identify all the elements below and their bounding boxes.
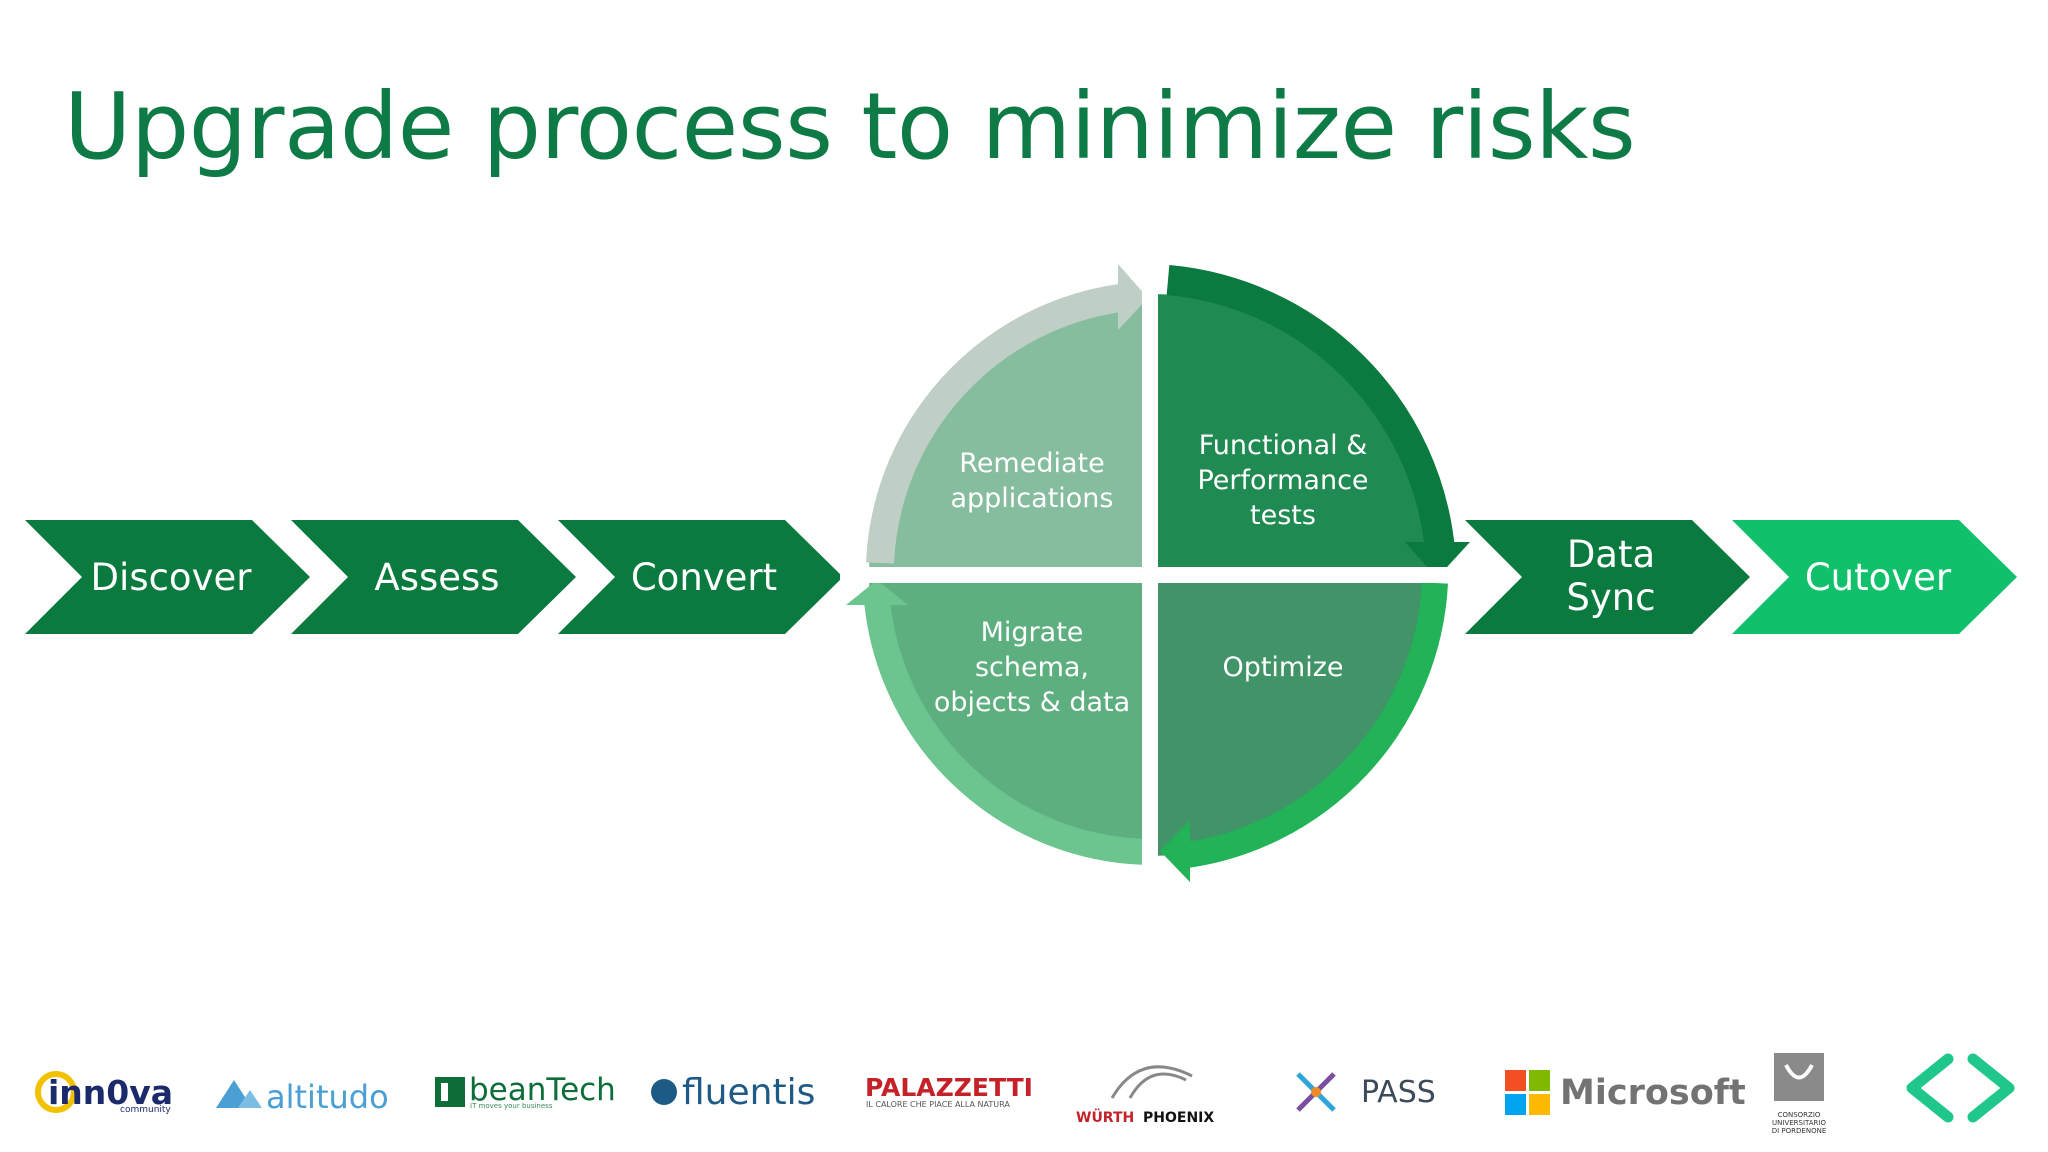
chevron-cutover [1732, 520, 2017, 634]
arrow-head-top-left [1118, 264, 1148, 330]
logo-altitudo: altitudo [216, 1078, 389, 1116]
quadrant-label-remediate-1: Remediate [959, 448, 1104, 479]
palazzetti-tagline: IL CALORE CHE PIACE ALLA NATURA [866, 1100, 1010, 1109]
cycle-diagram: Remediate applications Functional & Perf… [840, 264, 1470, 890]
quadrant-label-functional-1: Functional & [1199, 430, 1368, 461]
step-label-assess: Assess [374, 556, 499, 599]
arrow-arc-bottom-right [1178, 582, 1448, 869]
step-data-sync: Data Sync [1465, 520, 1750, 634]
step-label-data: Data [1567, 533, 1655, 576]
step-convert: Convert [558, 520, 843, 634]
logo-code-brackets [1906, 1053, 2015, 1123]
arrow-head-bottom-right [1160, 820, 1190, 882]
step-label-cutover: Cutover [1805, 556, 1952, 599]
wurth-palm-icon [1110, 1065, 1193, 1099]
consorzio-emblem-arc [1784, 1064, 1814, 1080]
arrow-arc-top-right [1166, 265, 1455, 552]
mountain-small-icon [238, 1090, 262, 1108]
chevron-discover [25, 520, 310, 634]
arrow-arc-bottom-left [864, 598, 1149, 865]
consorzio-line-3: DI PORDENONE [1772, 1127, 1827, 1135]
quadrant-label-functional-3: tests [1250, 500, 1316, 531]
logo-wurth-phoenix: WÜRTH PHOENIX [1076, 1065, 1214, 1126]
microsoft-text: Microsoft [1560, 1073, 1746, 1113]
logo-innova: inn0va community [35, 1071, 173, 1115]
quadrant-label-migrate-2: schema, [975, 652, 1089, 683]
step-label-discover: Discover [91, 556, 253, 599]
slide-title: Upgrade process to minimize risks [64, 73, 1636, 180]
beantech-text: beanTech [469, 1072, 616, 1108]
chevron-assess [291, 520, 576, 634]
quadrant-functional-tests [1150, 294, 1431, 575]
step-discover: Discover [25, 520, 310, 634]
quadrant-remediate [869, 294, 1150, 575]
pass-text: PASS [1361, 1075, 1436, 1110]
logo-microsoft: Microsoft [1505, 1070, 1746, 1115]
separator-horizontal [840, 567, 1460, 583]
logo-fluentis: fluentis [651, 1072, 815, 1113]
innova-sub: community [120, 1105, 171, 1115]
step-cutover: Cutover [1732, 520, 2017, 634]
right-angle-bracket-icon [1967, 1053, 2015, 1123]
quadrant-label-remediate-2: applications [950, 483, 1113, 514]
innova-text: inn0va [48, 1073, 173, 1112]
beantech-square-mark [441, 1083, 448, 1101]
logo-consorzio: CONSORZIO UNIVERSITARIO DI PORDENONE [1772, 1053, 1827, 1135]
innova-ring-icon [35, 1071, 77, 1113]
wurth-text: WÜRTH [1076, 1108, 1134, 1126]
arrow-head-bottom-left [846, 580, 908, 605]
microsoft-square-blue [1505, 1094, 1526, 1115]
quadrant-label-optimize: Optimize [1222, 652, 1343, 683]
beantech-square-icon [435, 1077, 465, 1107]
altitudo-text: altitudo [266, 1078, 389, 1116]
step-label-sync: Sync [1566, 576, 1655, 619]
step-label-convert: Convert [631, 556, 777, 599]
quadrant-label-migrate-1: Migrate [981, 617, 1084, 648]
microsoft-windows-icon [1505, 1070, 1526, 1091]
chevron-data-sync [1465, 520, 1750, 634]
fluentis-text: fluentis [682, 1072, 815, 1113]
consorzio-line-2: UNIVERSITARIO [1772, 1119, 1826, 1127]
sponsor-logo-bar: inn0va community altitudo beanTech IT mo… [35, 1053, 2015, 1135]
logo-pass: PASS [1296, 1072, 1436, 1112]
palazzetti-text: PALAZZETTI [865, 1073, 1033, 1102]
chevron-convert [558, 520, 843, 634]
beantech-tagline: IT moves your business [470, 1102, 553, 1110]
phoenix-text: PHOENIX [1143, 1110, 1214, 1126]
microsoft-square-yellow [1529, 1094, 1550, 1115]
quadrant-label-migrate-3: objects & data [934, 687, 1130, 718]
left-angle-bracket-icon [1906, 1053, 1954, 1123]
microsoft-square-green [1529, 1070, 1550, 1091]
quadrant-label-functional-2: Performance [1197, 465, 1368, 496]
quadrant-optimize [1150, 575, 1431, 856]
quadrant-migrate [869, 575, 1150, 856]
logo-beantech: beanTech IT moves your business [435, 1072, 616, 1110]
consorzio-line-1: CONSORZIO [1778, 1111, 1821, 1119]
pass-x-center [1311, 1087, 1321, 1097]
arrow-head-top-right [1405, 542, 1470, 578]
arrow-arc-top-left [866, 284, 1122, 564]
fluentis-circle-icon [651, 1079, 677, 1105]
logo-palazzetti: PALAZZETTI IL CALORE CHE PIACE ALLA NATU… [865, 1073, 1033, 1109]
step-assess: Assess [291, 520, 576, 634]
